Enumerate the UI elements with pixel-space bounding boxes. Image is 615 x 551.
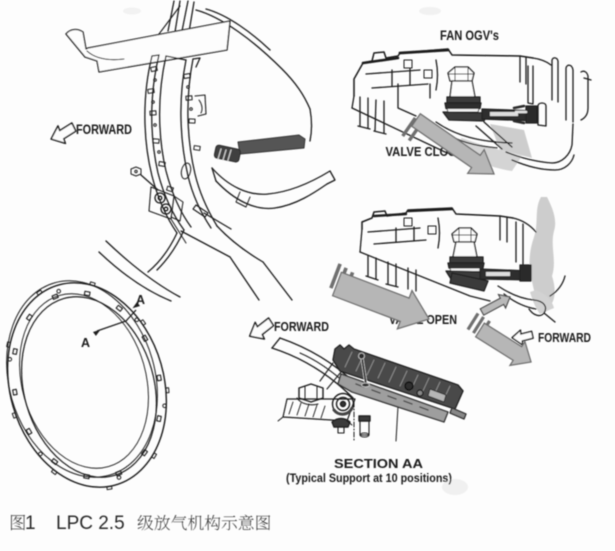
svg-text:A: A <box>81 336 90 350</box>
svg-text:FAN OGV's: FAN OGV's <box>440 28 499 43</box>
svg-text:FORWARD: FORWARD <box>538 330 591 345</box>
svg-text:A: A <box>136 293 145 307</box>
svg-text:(Typical Support at 10 positio: (Typical Support at 10 positions) <box>286 473 452 485</box>
svg-text:LPC 2.5: LPC 2.5 <box>56 513 125 534</box>
svg-text:FORWARD: FORWARD <box>274 319 329 334</box>
svg-text:FORWARD: FORWARD <box>76 122 132 137</box>
svg-text:SECTION AA: SECTION AA <box>334 456 424 471</box>
svg-text:1: 1 <box>25 513 36 534</box>
